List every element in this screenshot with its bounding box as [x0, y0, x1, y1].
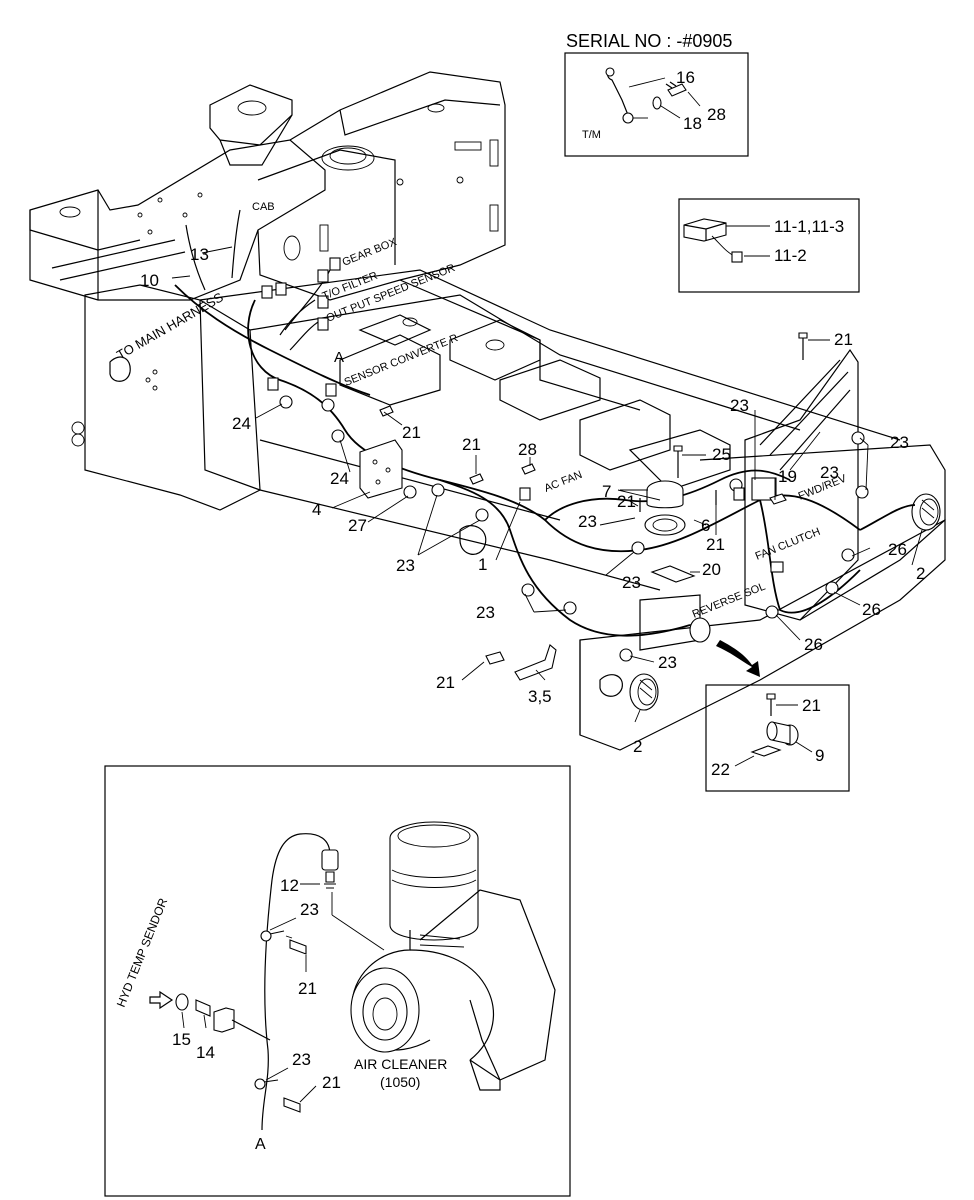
callout-21: 21 — [802, 696, 821, 715]
module-inset: 11-1,11-3 11-2 — [678, 198, 860, 293]
bracket-20 — [650, 565, 696, 583]
callout-11-2: 11-2 — [774, 246, 807, 265]
sender-12 — [321, 849, 339, 889]
callout-23: 23 — [300, 900, 319, 919]
callout-26: 26 — [862, 600, 881, 619]
callout-14: 14 — [196, 1043, 215, 1062]
callout-23: 23 — [622, 573, 641, 592]
lamp-inset: 21 9 22 — [705, 684, 850, 792]
callout-16: 16 — [676, 68, 695, 87]
bracket-3-5 — [485, 644, 557, 681]
callout-23: 23 — [578, 512, 597, 531]
harness-clips — [279, 395, 869, 662]
module-inset-frame — [678, 198, 860, 293]
main-callouts: 10 13 24 24 21 4 27 21 28 23 1 7 21 23 6… — [140, 245, 925, 756]
sensor-converter-label: SENSOR CONVERTE R — [343, 332, 460, 389]
serial-inset: SERIAL NO : -#0905 16 18 28 T/M — [564, 31, 749, 157]
callout-19: 19 — [778, 467, 797, 486]
air-cleaner-model: (1050) — [380, 1074, 420, 1090]
callout-2: 2 — [916, 564, 925, 583]
callout-23: 23 — [890, 433, 909, 452]
lamp-left — [629, 673, 659, 711]
washer-part — [652, 96, 662, 110]
air-cleaner-inset-frame — [104, 765, 571, 1197]
callout-4: 4 — [312, 500, 321, 519]
callout-1: 1 — [478, 555, 487, 574]
callout-23: 23 — [820, 463, 839, 482]
tm-label: T/M — [582, 129, 601, 141]
callout-23: 23 — [658, 653, 677, 672]
leader-lines — [171, 246, 923, 723]
gear-box-label: GEAR BOX — [341, 236, 399, 269]
callout-2: 2 — [633, 737, 642, 756]
hyd-temp-sensor — [175, 993, 271, 1041]
fan-clutch-label: FAN CLUTCH — [754, 526, 823, 563]
callout-22: 22 — [711, 760, 730, 779]
bolt-21-lower — [283, 1097, 301, 1113]
callout-23: 23 — [730, 396, 749, 415]
callout-24: 24 — [330, 469, 349, 488]
bracket-part — [750, 745, 782, 757]
clip-23-upper — [260, 930, 285, 942]
serial-label: SERIAL NO : -#0905 — [566, 31, 732, 51]
cab-label: CAB — [252, 201, 275, 213]
callout-24: 24 — [232, 414, 251, 433]
callout-27: 27 — [348, 516, 367, 535]
callout-26: 26 — [804, 635, 823, 654]
callout-15: 15 — [172, 1030, 191, 1049]
pointer-arrow — [716, 640, 760, 677]
callout-21: 21 — [462, 435, 481, 454]
bolt-parts — [379, 332, 808, 512]
ground-strap-part — [605, 67, 648, 124]
callout-25: 25 — [712, 445, 731, 464]
callout-21: 21 — [322, 1073, 341, 1092]
frame-structure — [29, 71, 946, 751]
reverse-sol-label: REVERSE SOL — [691, 581, 767, 621]
connector-2-cap — [689, 617, 711, 643]
callout-21: 21 — [834, 330, 853, 349]
bolt-21-upper — [285, 935, 307, 955]
callout-21: 21 — [436, 673, 455, 692]
arrow-icon — [149, 990, 174, 1010]
callout-21: 21 — [617, 492, 636, 511]
callout-28: 28 — [707, 105, 726, 124]
callout-20: 20 — [702, 560, 721, 579]
callout-21: 21 — [298, 979, 317, 998]
lamp-right — [911, 493, 941, 531]
callout-21: 21 — [402, 423, 421, 442]
marker-a-label: A — [334, 349, 344, 366]
lamp-part — [766, 721, 799, 746]
callout-28: 28 — [518, 440, 537, 459]
callout-21: 21 — [706, 535, 725, 554]
air-cleaner-part — [350, 821, 556, 1091]
sensor-wire — [261, 833, 331, 1131]
ac-fan-label: AC FAN — [543, 469, 584, 495]
callout-10: 10 — [140, 271, 159, 290]
callout-7: 7 — [602, 482, 611, 501]
callout-11-1-11-3: 11-1,11-3 — [774, 217, 844, 236]
callout-26: 26 — [888, 540, 907, 559]
callout-12: 12 — [280, 876, 299, 895]
callout-6: 6 — [701, 516, 710, 535]
callout-23: 23 — [396, 556, 415, 575]
callout-18: 18 — [683, 114, 702, 133]
callout-13: 13 — [190, 245, 209, 264]
air-cleaner-inset: 12 23 21 15 14 23 21 AIR CLEANER (1050) … — [104, 765, 571, 1197]
callout-9: 9 — [815, 746, 824, 765]
connector-parts — [261, 257, 784, 573]
callout-3-5: 3,5 — [528, 687, 552, 706]
module-part — [683, 218, 743, 263]
bolt-part — [665, 81, 687, 97]
callout-23: 23 — [292, 1050, 311, 1069]
callout-23: 23 — [476, 603, 495, 622]
sensor-7 — [644, 445, 686, 536]
bracket-4 — [359, 439, 403, 499]
bolt-part — [766, 693, 776, 716]
clip-23-lower — [254, 1078, 279, 1090]
air-cleaner-label: AIR CLEANER — [354, 1056, 447, 1072]
marker-a-lower: A — [255, 1136, 266, 1153]
